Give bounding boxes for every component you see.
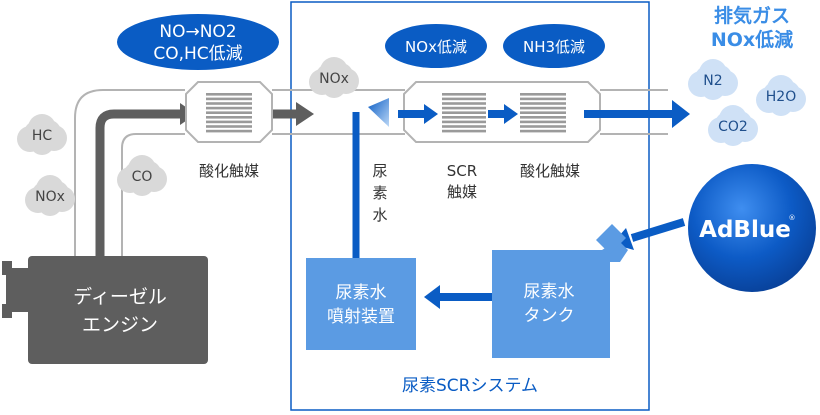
injector-label-1: 尿素水	[336, 283, 387, 303]
scr-catalyst-stripe	[442, 120, 486, 124]
oxidation-catalyst-2-stripe	[520, 97, 566, 101]
gas-cloud-label: CO2	[718, 119, 748, 135]
engine-label-2: エンジン	[82, 314, 158, 336]
oxidation-catalyst-1-stripe	[206, 116, 252, 119]
scr-catalyst-stripe	[442, 106, 486, 110]
scr-catalyst-label-2: 触媒	[447, 183, 477, 201]
gas-cloud-label: NOx	[35, 189, 65, 205]
oxidation-catalyst-1-label: 酸化触媒	[199, 162, 259, 180]
scr-catalyst-stripe	[442, 116, 486, 119]
urea-water-label-3: 水	[372, 206, 387, 224]
adblue-text: AdBlue	[699, 217, 791, 243]
exhaust-heading: 排気ガス NOx低減	[711, 4, 793, 51]
scr-catalyst-stripe	[442, 102, 486, 105]
oxidation-catalyst-2-stripe	[520, 125, 566, 128]
exhaust-heading-line-2: NOx低減	[711, 28, 793, 51]
urea-feed-line	[352, 98, 389, 262]
gas-cloud-label: N2	[703, 73, 722, 89]
scr-catalyst-label-1: SCR	[447, 162, 477, 180]
urea-injector: 尿素水 噴射装置	[306, 258, 416, 350]
urea-nozzle	[368, 98, 389, 127]
tank-label-1: 尿素水	[524, 282, 575, 302]
gas-cloud-co2: CO2	[708, 105, 758, 146]
adblue-logo: AdBlue ®	[688, 164, 816, 292]
diesel-engine: ディーゼル エンジン	[2, 256, 208, 364]
bubble-nox-reduction: NOx低減	[385, 24, 487, 68]
gas-cloud-label: HC	[32, 128, 53, 144]
gas-cloud-nox-pipe: NOx	[309, 57, 359, 98]
oxidation-catalyst-1-stripe	[206, 93, 252, 96]
scr-flow-arrows	[398, 100, 690, 128]
bubble-nh3-reduction: NH3低減	[503, 24, 605, 68]
oxidation-catalyst-1	[185, 81, 273, 143]
oxidation-catalyst-2-stripe	[520, 120, 566, 124]
bubble-nox-reduction-text: NOx低減	[405, 38, 467, 56]
oxidation-catalyst-1-stripe	[206, 102, 252, 105]
engine-label-1: ディーゼル	[73, 286, 167, 308]
scr-catalyst-stripe	[442, 111, 486, 114]
scr-system-frame	[290, 1, 650, 411]
oxidation-catalyst-2-stripe	[520, 106, 566, 110]
exhaust-heading-line-1: 排気ガス	[714, 4, 790, 27]
bubble-engine-line-2: CO,HC低減	[153, 44, 242, 64]
oxidation-catalyst-2-stripe	[520, 102, 566, 105]
gas-cloud-co: CO	[117, 155, 167, 196]
exhaust-pipe	[74, 89, 668, 256]
tank-cap	[596, 224, 626, 254]
adblue-registered-mark: ®	[789, 214, 796, 222]
urea-water-label-2: 素	[372, 184, 387, 202]
urea-tank: 尿素水 タンク	[492, 224, 628, 358]
oxidation-catalyst-1-stripe	[206, 111, 252, 114]
tank-to-injector-arrow	[424, 285, 492, 309]
injector-label-2: 噴射装置	[327, 307, 395, 327]
gas-cloud-n2: N2	[688, 59, 738, 100]
oxidation-catalyst-1-stripe	[206, 125, 252, 128]
system-name-label: 尿素SCRシステム	[402, 376, 538, 396]
oxidation-catalyst-2-stripe	[520, 116, 566, 119]
scr-catalyst-stripe	[442, 97, 486, 101]
oxidation-catalyst-1-stripe	[206, 106, 252, 110]
bubble-nh3-reduction-text: NH3低減	[523, 38, 585, 56]
oxidation-catalyst-1-stripe	[206, 120, 252, 124]
gas-cloud-label: CO	[132, 169, 153, 185]
gas-cloud-label: NOx	[319, 71, 349, 87]
gas-cloud-label: H2O	[766, 89, 796, 105]
gas-cloud-nox-engine: NOx	[25, 175, 75, 216]
bubble-engine-line-1: NO→NO2	[159, 22, 236, 42]
oxidation-catalyst-2-stripe	[520, 93, 566, 96]
scr-catalyst-stripe	[442, 93, 486, 96]
scr-catalyst-stripe	[442, 125, 486, 128]
oxidation-catalyst-2-label: 酸化触媒	[520, 162, 580, 180]
oxidation-catalyst-1-stripe	[206, 129, 252, 133]
scr-catalyst-stripe	[442, 129, 486, 133]
urea-water-label-1: 尿	[372, 162, 387, 180]
gas-cloud-h2o: H2O	[756, 75, 806, 116]
tank-label-2: タンク	[524, 306, 575, 326]
oxidation-catalyst-2-stripe	[520, 111, 566, 114]
oxidation-catalyst-2-stripe	[520, 129, 566, 133]
bubble-engine-reactions: NO→NO2 CO,HC低減	[117, 14, 279, 70]
oxidation-catalyst-1-stripe	[206, 97, 252, 101]
gas-cloud-hc: HC	[17, 114, 67, 155]
